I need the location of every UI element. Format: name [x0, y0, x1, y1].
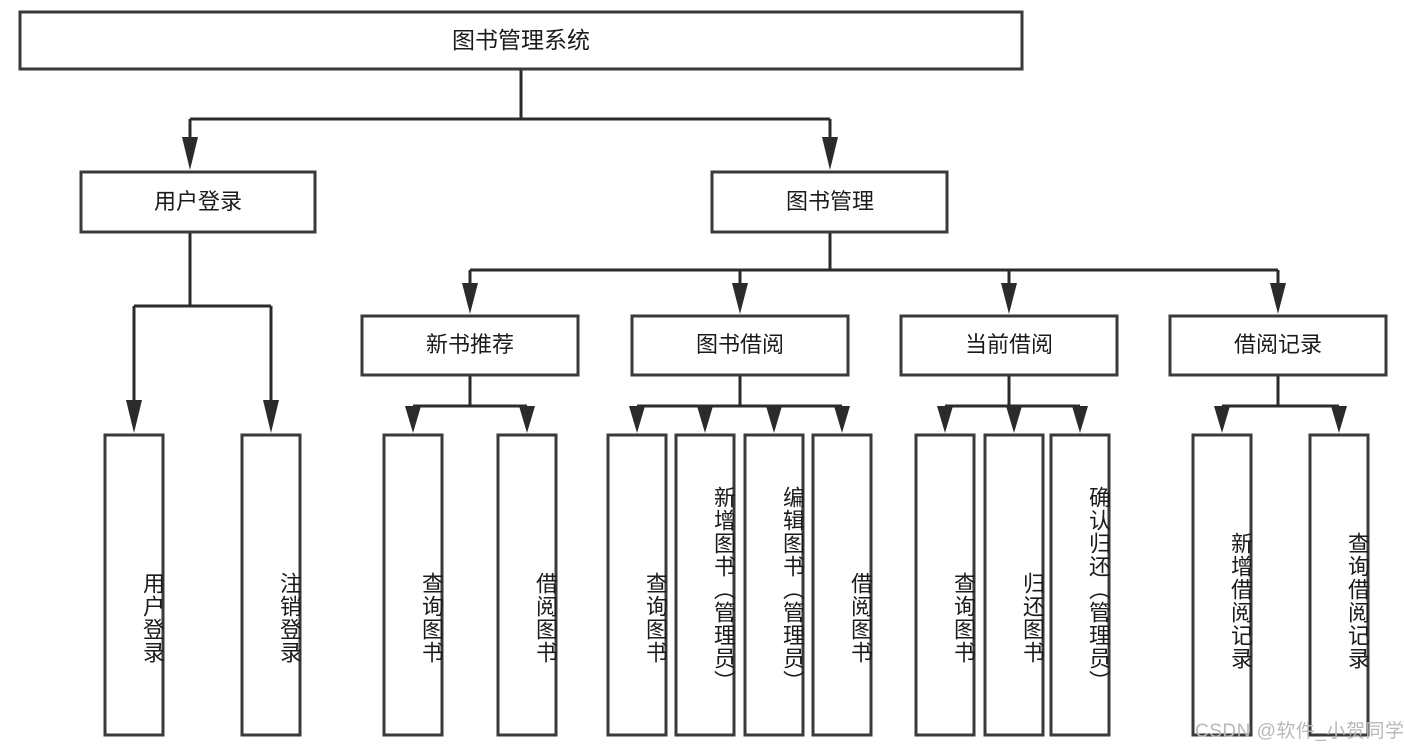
node-current-borrow-box[interactable]	[899, 314, 1119, 377]
leaf-add-record-box[interactable]	[1191, 433, 1253, 737]
node-root[interactable]: 图书管理系统	[18, 10, 1024, 71]
connector-group-current-borrow	[937, 375, 1088, 433]
leaf-borrow-book-1-box[interactable]	[496, 433, 558, 737]
arrow-head-current-borrow	[1001, 283, 1017, 314]
leaf-add-book-box[interactable]	[674, 433, 736, 737]
node-new-book-recommend[interactable]: 新书推荐	[360, 314, 580, 377]
arrow-head-leaf-logout-login	[263, 400, 279, 433]
node-borrow-record-label: 借阅记录	[1234, 332, 1322, 357]
node-book-management[interactable]: 图书管理	[710, 170, 949, 234]
arrow-head-user-login	[182, 137, 198, 170]
node-user-login-label: 用户登录	[154, 189, 242, 214]
connector-group-root	[182, 69, 838, 170]
arrow-head-leaf-borrow-book-2	[834, 406, 850, 433]
connector-group-book-management	[462, 232, 1286, 314]
leaf-confirm-return-box[interactable]	[1049, 433, 1111, 737]
arrow-head-book-borrow	[732, 283, 748, 314]
arrow-head-leaf-query-book-2	[629, 406, 645, 433]
leaf-logout-login-box[interactable]	[240, 433, 302, 737]
leaf-edit-book-box[interactable]	[743, 433, 805, 737]
node-user-login-box[interactable]	[79, 170, 317, 234]
node-book-borrow-box[interactable]	[630, 314, 850, 377]
node-book-management-label: 图书管理	[786, 189, 874, 214]
leaf-return-book-box[interactable]	[983, 433, 1045, 737]
connector-group-book-borrow	[629, 375, 850, 433]
arrow-head-leaf-add-book	[697, 406, 713, 433]
arrow-head-borrow-record	[1270, 283, 1286, 314]
connector-group-new-book-recommend	[405, 375, 535, 433]
arrow-head-leaf-user-login	[126, 400, 142, 433]
leaf-query-book-1-box[interactable]	[382, 433, 444, 737]
leaf-borrow-book-2-box[interactable]	[811, 433, 873, 737]
leaf-user-login-box[interactable]	[103, 433, 165, 737]
leaf-boxes	[103, 433, 1370, 737]
node-root-label: 图书管理系统	[452, 27, 590, 53]
arrow-head-leaf-edit-book	[766, 406, 782, 433]
node-user-login[interactable]: 用户登录	[79, 170, 317, 234]
arrow-head-new-book-recommend	[462, 283, 478, 314]
node-root-box[interactable]	[18, 10, 1024, 71]
arrow-head-leaf-confirm-return	[1072, 406, 1088, 433]
arrow-head-leaf-return-book	[1006, 406, 1022, 433]
node-current-borrow[interactable]: 当前借阅	[899, 314, 1119, 377]
node-book-management-box[interactable]	[710, 170, 949, 234]
node-book-borrow[interactable]: 图书借阅	[630, 314, 850, 377]
arrow-head-leaf-borrow-book-1	[519, 406, 535, 433]
leaf-query-record-box[interactable]	[1308, 433, 1370, 737]
arrow-head-book-management	[822, 137, 838, 170]
node-current-borrow-label: 当前借阅	[965, 332, 1053, 357]
connector-group-user-login	[126, 232, 279, 433]
node-new-book-recommend-label: 新书推荐	[426, 332, 514, 357]
node-borrow-record-box[interactable]	[1168, 314, 1388, 377]
leaf-query-book-3-box[interactable]	[914, 433, 976, 737]
node-new-book-recommend-box[interactable]	[360, 314, 580, 377]
node-book-borrow-label: 图书借阅	[696, 332, 784, 357]
arrow-head-leaf-query-record	[1331, 406, 1347, 433]
arrow-head-leaf-add-record	[1214, 406, 1230, 433]
csdn-watermark: CSDN @软件_小贺同学	[1195, 721, 1405, 742]
node-borrow-record[interactable]: 借阅记录	[1168, 314, 1388, 377]
connector-group-borrow-record	[1214, 375, 1347, 433]
leaf-query-book-2-box[interactable]	[606, 433, 668, 737]
arrow-head-leaf-query-book-3	[937, 406, 953, 433]
arrow-head-leaf-query-book-1	[405, 406, 421, 433]
